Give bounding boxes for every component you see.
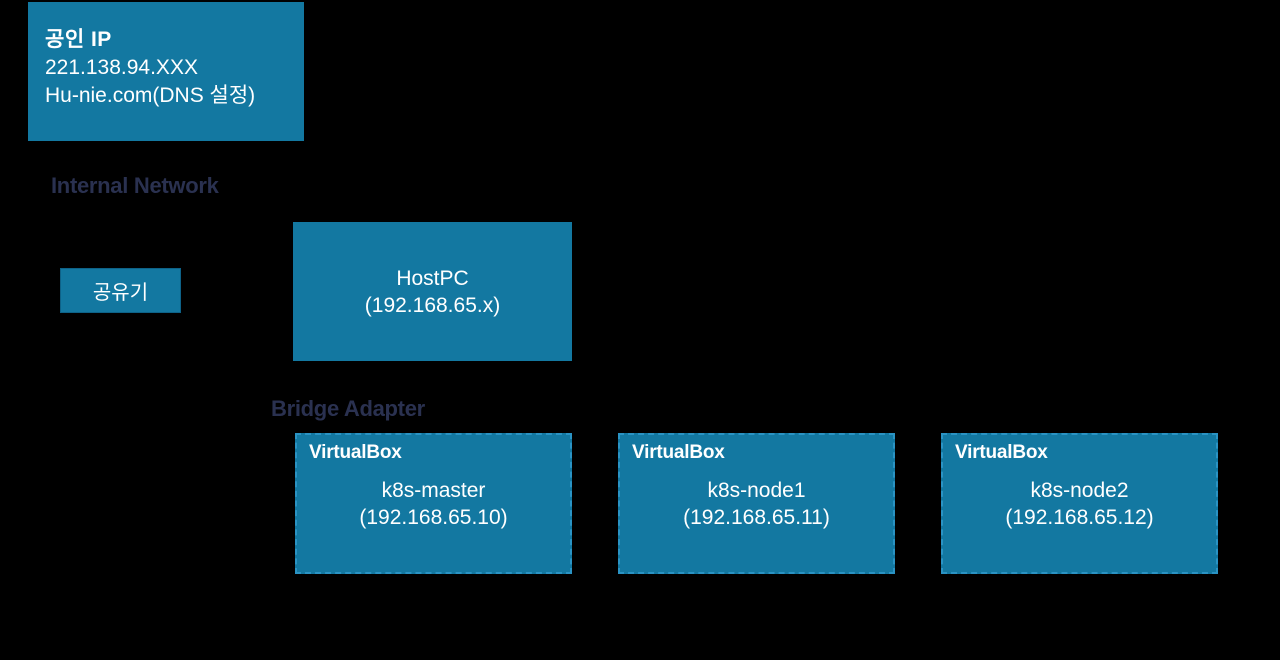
internal-network-label: Internal Network — [51, 173, 219, 198]
vm-ip: (192.168.65.11) — [683, 505, 830, 529]
vm-name: k8s-master — [381, 478, 486, 502]
public-ip-box: 공인 IP 221.138.94.XXX Hu-nie.com(DNS 설정) — [28, 2, 304, 141]
hostpc-name: HostPC — [396, 266, 469, 290]
router-box: 공유기 — [60, 268, 181, 313]
vm-ip: (192.168.65.10) — [359, 505, 508, 529]
router-label: 공유기 — [92, 282, 149, 304]
hostpc-ip: (192.168.65.x) — [364, 293, 501, 317]
vm-box-k8s-node2: VirtualBox k8s-node2 (192.168.65.12) — [941, 433, 1218, 574]
vm-box-k8s-node1: VirtualBox k8s-node1 (192.168.65.11) — [618, 433, 895, 574]
hostpc-box: HostPC (192.168.65.x) — [293, 222, 572, 361]
vm-vendor-label: VirtualBox — [309, 442, 402, 463]
bridge-adapter-label: Bridge Adapter — [271, 396, 425, 421]
vm-box-k8s-master: VirtualBox k8s-master (192.168.65.10) — [295, 433, 572, 574]
vm-vendor-label: VirtualBox — [632, 442, 725, 463]
vm-name: k8s-node2 — [1030, 478, 1129, 502]
vm-vendor-label: VirtualBox — [955, 442, 1048, 463]
public-ip-address: 221.138.94.XXX — [45, 56, 198, 79]
public-ip-title: 공인 IP — [45, 28, 112, 51]
vm-ip: (192.168.65.12) — [1005, 505, 1154, 529]
public-ip-dns: Hu-nie.com(DNS 설정) — [45, 84, 256, 107]
vm-name: k8s-node1 — [707, 478, 806, 502]
